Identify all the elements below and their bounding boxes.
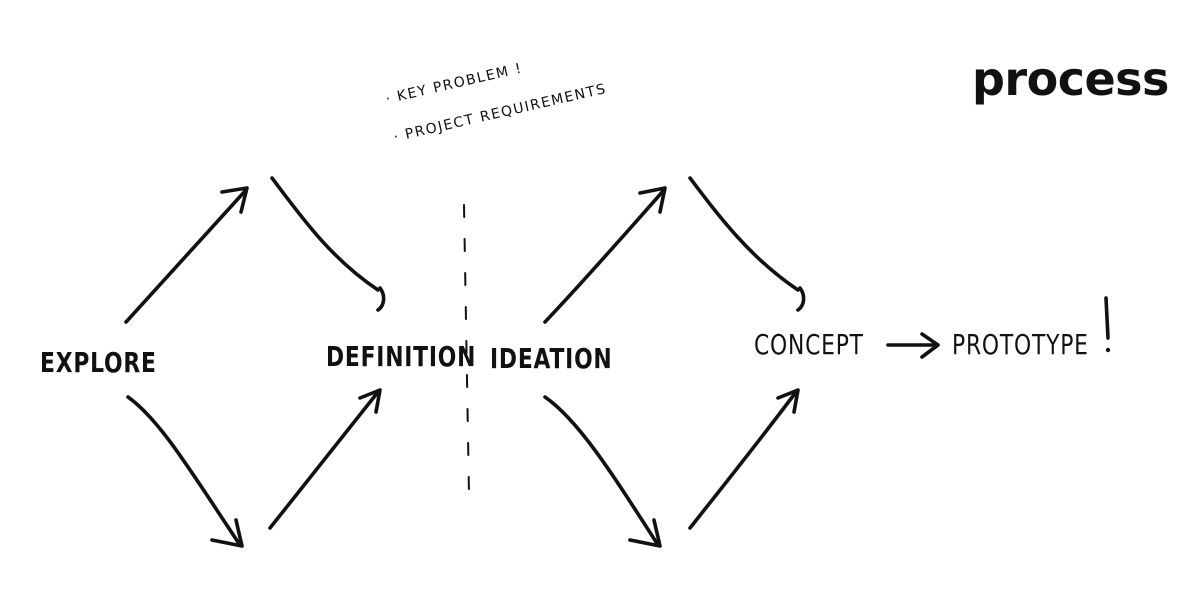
tick-concept-top bbox=[796, 286, 806, 312]
arrow-down-to-definition bbox=[268, 390, 380, 530]
arrowhead-down-2 bbox=[628, 518, 662, 548]
exclamation-dot bbox=[1105, 347, 1111, 353]
arrowhead-concept-bottom bbox=[776, 388, 800, 414]
stage-definition: DEFINITION bbox=[326, 340, 477, 373]
arrow-ideation-to-up bbox=[543, 188, 666, 324]
arrow-explore-to-up bbox=[124, 188, 248, 324]
tick-definition-top bbox=[376, 286, 386, 312]
stage-concept: CONCEPT bbox=[754, 328, 864, 361]
curve-up-to-definition bbox=[270, 176, 380, 292]
curve-up-to-concept bbox=[688, 176, 800, 292]
arrowhead-down-1 bbox=[210, 518, 244, 548]
arrowhead-definition-bottom bbox=[358, 388, 382, 414]
curve-explore-to-down bbox=[126, 395, 242, 547]
curve-ideation-to-down bbox=[543, 395, 660, 547]
stage-prototype: PROTOTYPE bbox=[952, 328, 1089, 361]
stage-ideation: IDEATION bbox=[490, 342, 613, 375]
arrowhead-up-2 bbox=[638, 186, 667, 214]
divider-line bbox=[463, 204, 470, 496]
stage-explore: EXPLORE bbox=[40, 346, 157, 379]
arrowhead-up-1 bbox=[220, 186, 249, 214]
exclamation-mark bbox=[1104, 296, 1110, 340]
arrowhead-prototype bbox=[920, 332, 940, 359]
arrow-down-to-concept bbox=[688, 390, 798, 530]
page-title: process bbox=[972, 52, 1169, 106]
